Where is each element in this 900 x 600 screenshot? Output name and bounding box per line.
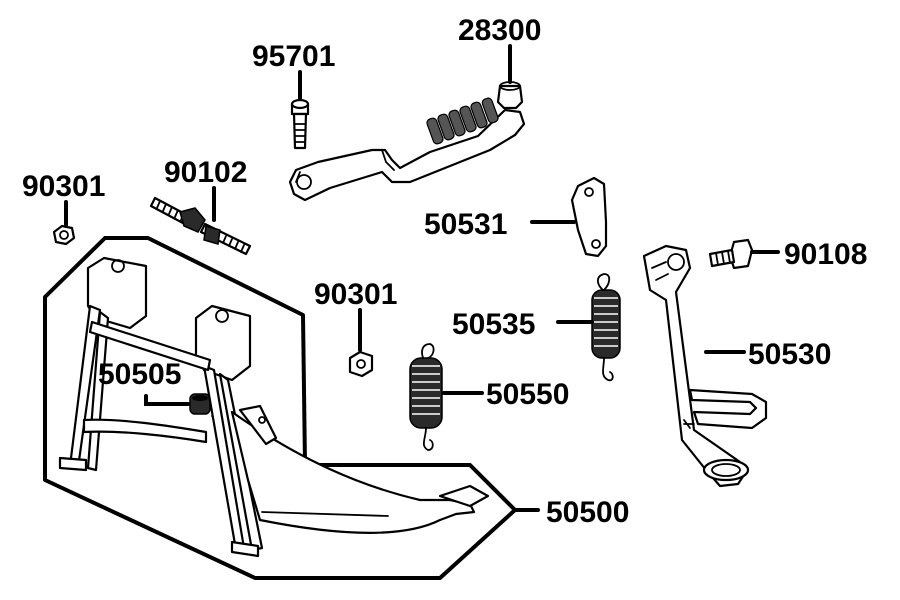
spring-50535	[591, 273, 621, 382]
kick-starter-lever	[288, 81, 526, 202]
bolt-90108	[708, 238, 754, 270]
leader-lines	[64, 44, 780, 512]
side-stand-50530	[642, 244, 768, 488]
label-50500: 50500	[546, 496, 629, 529]
spring-hook-plate-50531	[570, 176, 608, 258]
label-90301-upper: 90301	[22, 170, 105, 203]
label-90108: 90108	[784, 238, 867, 271]
label-50550: 50550	[486, 378, 569, 411]
label-90301-middle: 90301	[314, 278, 397, 311]
label-50531: 50531	[424, 208, 507, 241]
bolt-95701	[290, 98, 310, 150]
label-50535: 50535	[452, 308, 535, 341]
main-stand-50500	[58, 256, 490, 558]
label-28300: 28300	[458, 14, 541, 47]
spring-50550	[409, 343, 443, 451]
label-50530: 50530	[748, 338, 831, 371]
label-95701: 95701	[252, 40, 335, 73]
stud-bolt-90102	[149, 196, 252, 256]
label-50505: 50505	[98, 358, 181, 391]
label-90102: 90102	[164, 156, 247, 189]
nut-90301-upper	[52, 224, 76, 246]
nut-90301-middle	[348, 350, 374, 378]
